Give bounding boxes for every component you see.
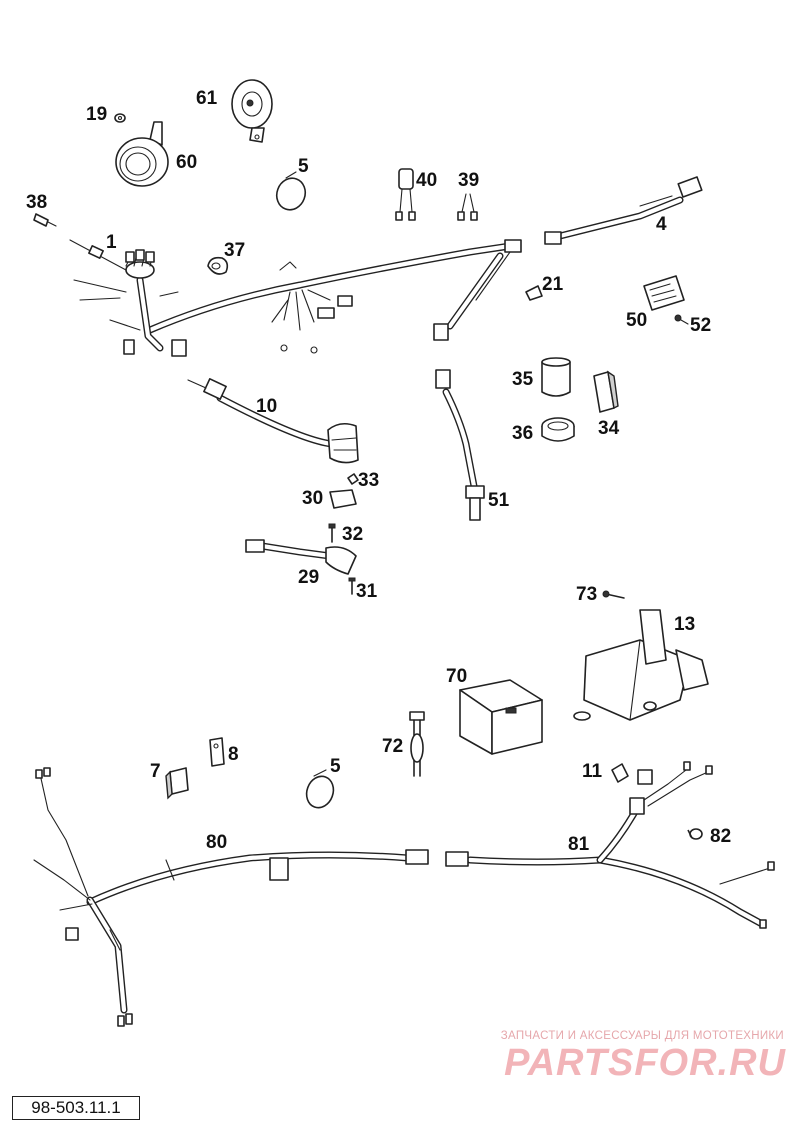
callout-60: 60 [176, 152, 197, 173]
reference-code-box: 98-503.11.1 [12, 1096, 140, 1120]
callout-5-lower: 5 [330, 756, 341, 777]
part-1-main-harness [69, 239, 522, 357]
part-33-nut [347, 473, 359, 485]
part-29-switch [245, 539, 357, 575]
callout-31: 31 [356, 581, 378, 602]
part-8-plate [209, 737, 225, 767]
watermark-tagline: ЗАПЧАСТИ И АКСЕССУАРЫ ДЛЯ МОТОТЕХНИКИ [500, 1030, 784, 1042]
part-61-horn [231, 79, 273, 143]
callout-35: 35 [512, 369, 534, 390]
callout-51: 51 [488, 490, 510, 511]
part-13-bracket [573, 609, 709, 721]
part-60-gauge [115, 121, 169, 187]
part-11-clip [611, 763, 629, 783]
callout-10: 10 [256, 396, 277, 417]
callout-30: 30 [302, 488, 323, 509]
part-32-screw [328, 523, 336, 543]
callout-33: 33 [358, 470, 379, 491]
part-5-cable-tie-top [275, 171, 307, 211]
callout-82: 82 [710, 826, 731, 847]
part-21-clip [525, 285, 543, 301]
callout-50: 50 [626, 310, 647, 331]
watermark: ЗАПЧАСТИ И АКСЕССУАРЫ ДЛЯ МОТОТЕХНИКИ PA… [480, 1030, 792, 1084]
callout-52: 52 [690, 315, 711, 336]
part-82-bulb [687, 828, 703, 840]
callout-37: 37 [224, 240, 245, 261]
callout-38: 38 [26, 192, 47, 213]
part-73-screw [602, 590, 625, 599]
callout-13: 13 [674, 614, 695, 635]
callout-40: 40 [416, 170, 437, 191]
watermark-brand: PARTSFOR.RU [504, 1042, 786, 1084]
callout-labels: 1 4 5 5 7 8 10 11 13 19 21 29 30 31 32 3… [26, 88, 731, 855]
part-30-clamp [329, 489, 357, 509]
part-10-switch-lead [187, 378, 359, 464]
callout-21: 21 [542, 274, 564, 295]
part-34-block [593, 370, 619, 413]
part-7-relay [165, 767, 189, 800]
callout-8: 8 [228, 744, 239, 765]
part-31-screw [348, 577, 356, 595]
callout-4: 4 [656, 214, 667, 235]
part-36-ring [541, 417, 575, 442]
part-70-battery [459, 679, 543, 755]
part-38-connector [33, 213, 57, 227]
reference-code: 98-503.11.1 [31, 1098, 121, 1117]
callout-7: 7 [150, 761, 161, 782]
part-81-harness [445, 761, 775, 929]
callout-19: 19 [86, 104, 107, 125]
callout-70: 70 [446, 666, 467, 687]
part-80-harness [33, 767, 429, 1027]
callout-72: 72 [382, 736, 403, 757]
part-50-regulator [643, 275, 685, 311]
part-51-sensor [435, 369, 485, 521]
callout-39: 39 [458, 170, 479, 191]
part-72-fuse-lead [409, 711, 425, 777]
part-19-washer [114, 113, 126, 123]
part-39-lead [457, 193, 478, 221]
part-37-grommet [207, 256, 229, 275]
callout-34: 34 [598, 418, 620, 439]
callout-32: 32 [342, 524, 363, 545]
callout-81: 81 [568, 834, 590, 855]
part-40-capacitor [395, 168, 416, 221]
part-4-lead [544, 176, 703, 245]
callout-11: 11 [582, 761, 603, 782]
callout-1: 1 [106, 232, 117, 253]
callout-61: 61 [196, 88, 218, 109]
callout-73: 73 [576, 584, 597, 605]
callout-80: 80 [206, 832, 227, 853]
callout-36: 36 [512, 423, 533, 444]
part-5-cable-tie-lower [305, 769, 335, 809]
part-52-screw [674, 314, 689, 325]
callout-29: 29 [298, 567, 319, 588]
callout-5-top: 5 [298, 156, 309, 177]
part-35-cylinder [541, 357, 571, 397]
